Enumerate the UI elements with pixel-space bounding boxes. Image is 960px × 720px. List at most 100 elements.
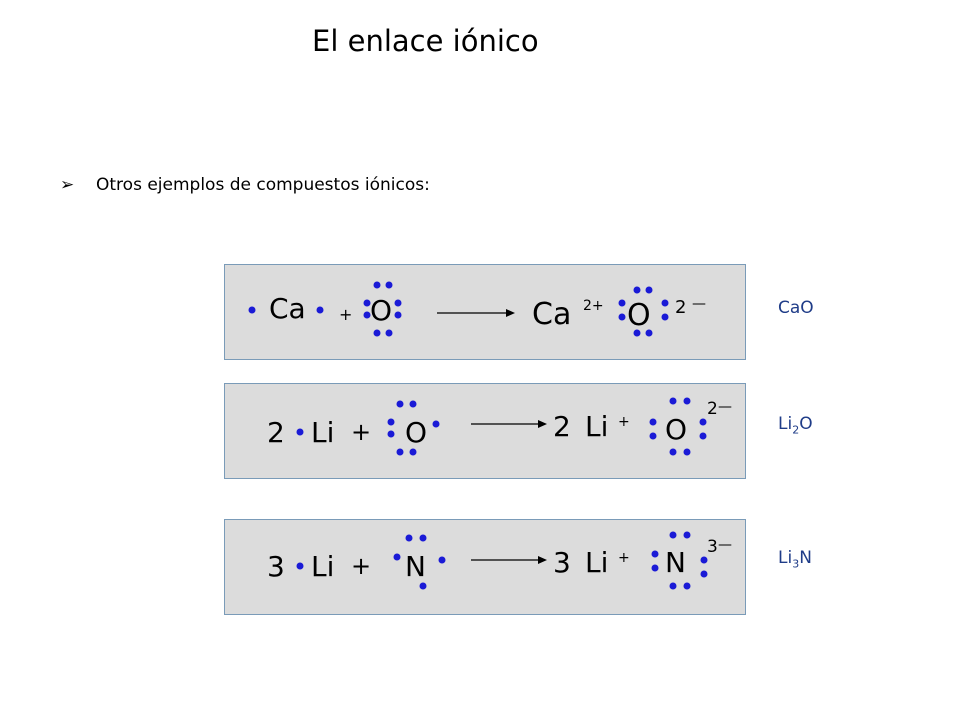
- page-title: El enlace iónico: [312, 24, 539, 58]
- formula-li3n-subscript: 3: [792, 557, 800, 571]
- o-ion-charge-number: 2: [707, 399, 718, 419]
- electron-dot: [438, 556, 446, 564]
- reaction-arrow-head: [538, 420, 547, 428]
- reaction-arrow-head: [506, 309, 515, 317]
- electron-dot: [669, 531, 677, 539]
- ca-ion-symbol: Ca: [532, 297, 571, 332]
- electron-dot: [683, 582, 691, 590]
- formula-li3n-anion: N: [799, 548, 812, 568]
- n-symbol: N: [405, 550, 426, 583]
- product-coefficient: 2: [553, 410, 571, 443]
- li-ion-symbol: Li: [585, 546, 608, 579]
- formula-cao: CaO: [778, 298, 814, 318]
- plus-sign: +: [351, 418, 371, 446]
- formula-li3n-base: Li: [778, 548, 793, 568]
- reaction-panel-cao: Ca + O Ca 2+ O 2 —: [224, 264, 746, 360]
- electron-dot: [419, 534, 427, 542]
- electron-dot: [669, 397, 677, 405]
- electron-dot: [409, 448, 417, 456]
- electron-dots: [248, 281, 669, 337]
- electron-dots: [296, 531, 708, 590]
- electron-dot: [669, 582, 677, 590]
- electron-dot: [633, 329, 641, 337]
- electron-dot: [651, 564, 659, 572]
- n-ion-charge-number: 3: [707, 537, 718, 557]
- electron-dot: [661, 313, 669, 321]
- electron-dot: [699, 418, 707, 426]
- formula-li2o-base: Li: [778, 414, 793, 434]
- bullet-text: Otros ejemplos de compuestos iónicos:: [96, 175, 430, 195]
- electron-dot: [700, 570, 708, 578]
- electron-dot: [373, 329, 381, 337]
- electron-dot: [373, 281, 381, 289]
- o-ion-charge-number: 2: [675, 297, 686, 318]
- coefficient: 3: [267, 550, 285, 583]
- electron-dot: [396, 448, 404, 456]
- reaction-arrow-head: [538, 556, 547, 564]
- product-coefficient: 3: [553, 546, 571, 579]
- n-ion-charge-sign: —: [718, 537, 732, 553]
- electron-dot: [645, 329, 653, 337]
- reaction-li2o-diagram: 2 Li + O 2 Li + O 2 —: [267, 397, 732, 456]
- electron-dot: [645, 286, 653, 294]
- ca-ion-charge: 2+: [583, 298, 604, 314]
- electron-dot: [296, 428, 304, 436]
- electron-dot: [409, 400, 417, 408]
- plus-sign: +: [351, 552, 371, 580]
- reaction-panel-li2o: 2 Li + O 2 Li + O 2 —: [224, 383, 746, 479]
- li-ion-symbol: Li: [585, 410, 608, 443]
- o-ion-charge-sign: —: [692, 296, 706, 312]
- electron-dot: [385, 281, 393, 289]
- arrow-bullet-icon: ➢: [60, 175, 75, 195]
- ca-symbol: Ca: [269, 292, 306, 325]
- plus-sign: +: [339, 305, 352, 324]
- formula-cao-text: CaO: [778, 298, 814, 318]
- formula-li2o: Li2O: [778, 414, 813, 436]
- o-ion-symbol: O: [665, 413, 687, 446]
- electron-dot: [649, 432, 657, 440]
- reaction-cao-diagram: Ca + O Ca 2+ O 2 —: [248, 281, 706, 337]
- electron-dot: [432, 420, 440, 428]
- li-symbol: Li: [311, 550, 334, 583]
- electron-dot: [396, 400, 404, 408]
- li-ion-charge: +: [618, 550, 630, 566]
- electron-dot: [394, 299, 402, 307]
- electron-dot: [393, 553, 401, 561]
- electron-dot: [363, 299, 371, 307]
- electron-dot: [387, 430, 395, 438]
- li-symbol: Li: [311, 416, 334, 449]
- li-ion-charge: +: [618, 414, 630, 430]
- electron-dot: [387, 418, 395, 426]
- electron-dot: [633, 286, 641, 294]
- electron-dot: [649, 418, 657, 426]
- electron-dot: [683, 397, 691, 405]
- electron-dot: [699, 432, 707, 440]
- formula-li3n: Li3N: [778, 548, 812, 570]
- electron-dot: [385, 329, 393, 337]
- electron-dot: [700, 556, 708, 564]
- reaction-li3n-diagram: 3 Li + N 3 Li + N 3 —: [267, 531, 732, 590]
- o-symbol: O: [405, 416, 427, 449]
- electron-dot: [669, 448, 677, 456]
- o-symbol: O: [370, 294, 392, 327]
- electron-dot: [661, 299, 669, 307]
- electron-dot: [316, 306, 324, 314]
- reaction-panel-li3n: 3 Li + N 3 Li + N 3 —: [224, 519, 746, 615]
- electron-dot: [683, 448, 691, 456]
- electron-dot: [683, 531, 691, 539]
- formula-li2o-anion: O: [799, 414, 813, 434]
- electron-dot: [618, 313, 626, 321]
- o-ion-charge-sign: —: [718, 399, 732, 415]
- n-ion-symbol: N: [665, 546, 686, 579]
- coefficient: 2: [267, 416, 285, 449]
- formula-li2o-subscript: 2: [792, 423, 800, 437]
- electron-dot: [651, 550, 659, 558]
- electron-dot: [363, 311, 371, 319]
- electron-dot: [248, 306, 256, 314]
- electron-dot: [618, 299, 626, 307]
- electron-dot: [419, 582, 427, 590]
- electron-dot: [394, 311, 402, 319]
- o-ion-symbol: O: [627, 298, 651, 333]
- electron-dot: [296, 562, 304, 570]
- electron-dots: [296, 397, 707, 456]
